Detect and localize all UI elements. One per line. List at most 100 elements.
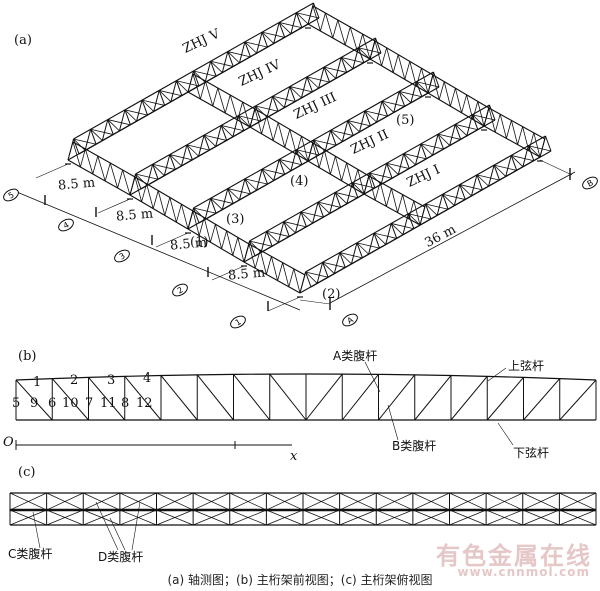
truss-web: [493, 164, 506, 177]
truss-web: [322, 261, 346, 268]
truss-web: [403, 153, 416, 166]
cross-truss-web: [477, 101, 485, 127]
truss-web: [454, 124, 468, 137]
truss-web: [368, 233, 375, 255]
cross-truss-chord: [249, 126, 309, 162]
truss-web: [522, 145, 529, 167]
truss-web: [175, 80, 183, 96]
truss-web: [152, 164, 159, 180]
truss-web: [437, 133, 450, 146]
truss-web: [180, 144, 188, 166]
truss-web: [510, 155, 524, 168]
cross-truss-web: [85, 148, 94, 175]
diagonal-member: [233, 374, 271, 421]
truss-web: [118, 109, 126, 131]
truss-web: [124, 109, 131, 126]
cross-truss-web: [320, 12, 326, 32]
top-view-diag: [522, 492, 560, 511]
axis-bubble-circle: [114, 249, 130, 263]
cross-truss-web: [312, 142, 320, 168]
leader-d: [95, 501, 119, 551]
cross-truss-web: [402, 194, 410, 219]
truss-web: [317, 201, 341, 208]
truss-web: [210, 61, 217, 77]
truss-web: [203, 134, 211, 151]
truss-web: [459, 184, 466, 200]
top-view-diag: [46, 492, 84, 511]
cross-truss-web: [379, 182, 387, 207]
truss-web: [369, 172, 376, 189]
truss-web: [476, 174, 489, 187]
truss-web: [101, 119, 109, 141]
truss-web: [135, 173, 159, 180]
truss-web: [272, 95, 296, 102]
truss-web: [260, 231, 268, 253]
cross-truss-web: [443, 81, 451, 107]
truss-web: [316, 262, 324, 284]
cross-truss-web: [391, 188, 398, 213]
cross-truss-web: [261, 115, 267, 134]
truss-web: [107, 119, 120, 132]
truss-web: [220, 125, 228, 141]
truss-web: [323, 66, 347, 73]
top-view-diag: [559, 509, 597, 526]
fv-bot-7: 7: [85, 396, 94, 411]
truss-web: [364, 110, 371, 127]
truss-web: [416, 81, 440, 88]
truss-web: [266, 96, 274, 118]
cross-truss-web: [181, 204, 189, 230]
truss-web: [193, 70, 206, 83]
cross-truss-web: [169, 197, 177, 223]
cross-truss-web: [346, 162, 354, 188]
truss-web: [141, 99, 165, 106]
cross-truss-web: [386, 188, 392, 207]
truss-web: [238, 41, 246, 63]
diagonal-member: [51, 378, 89, 421]
truss-web: [391, 223, 414, 230]
truss-web: [352, 182, 365, 195]
truss-web: [347, 120, 360, 133]
top-view-diag: [485, 509, 523, 526]
truss-web: [358, 110, 366, 132]
cross-truss-web: [349, 26, 358, 53]
cross-truss-web: [210, 224, 216, 243]
truss-web: [203, 134, 227, 141]
truss-web: [266, 231, 273, 247]
cross-truss-web: [122, 169, 131, 196]
top-view-diag: [266, 509, 304, 526]
dimension-lines: [11, 159, 576, 312]
truss-web: [283, 86, 291, 108]
cross-truss-web: [203, 217, 211, 243]
truss-web: [455, 124, 478, 131]
diagonal-member: [15, 379, 53, 421]
truss-web: [294, 211, 302, 233]
truss-web: [306, 76, 319, 89]
truss-web: [375, 37, 382, 54]
truss-web: [238, 115, 262, 122]
truss-web: [227, 188, 234, 204]
diagonal-member: [559, 379, 597, 421]
truss-web: [90, 128, 103, 141]
cross-truss-web: [323, 149, 331, 175]
top-view-diag: [119, 492, 157, 511]
truss-web: [323, 66, 331, 83]
cross-truss-web: [337, 19, 346, 46]
cross-truss-web: [232, 237, 239, 256]
fv-bot-12: 12: [136, 396, 153, 411]
truss-web: [249, 240, 273, 247]
truss-web: [390, 223, 398, 239]
truss-web: [381, 100, 405, 107]
truss-web: [390, 223, 404, 236]
truss-web: [324, 130, 332, 152]
truss-web: [244, 178, 268, 185]
truss-web: [470, 174, 478, 196]
cross-truss-chord: [483, 125, 541, 158]
cross-truss-web: [432, 74, 440, 100]
truss-web: [261, 31, 285, 38]
truss-web: [73, 138, 86, 151]
cross-truss-web: [192, 73, 201, 100]
top-view-diag: [376, 509, 414, 526]
truss-web: [261, 31, 274, 44]
cross-truss-web: [511, 120, 518, 145]
truss-web: [459, 184, 472, 197]
